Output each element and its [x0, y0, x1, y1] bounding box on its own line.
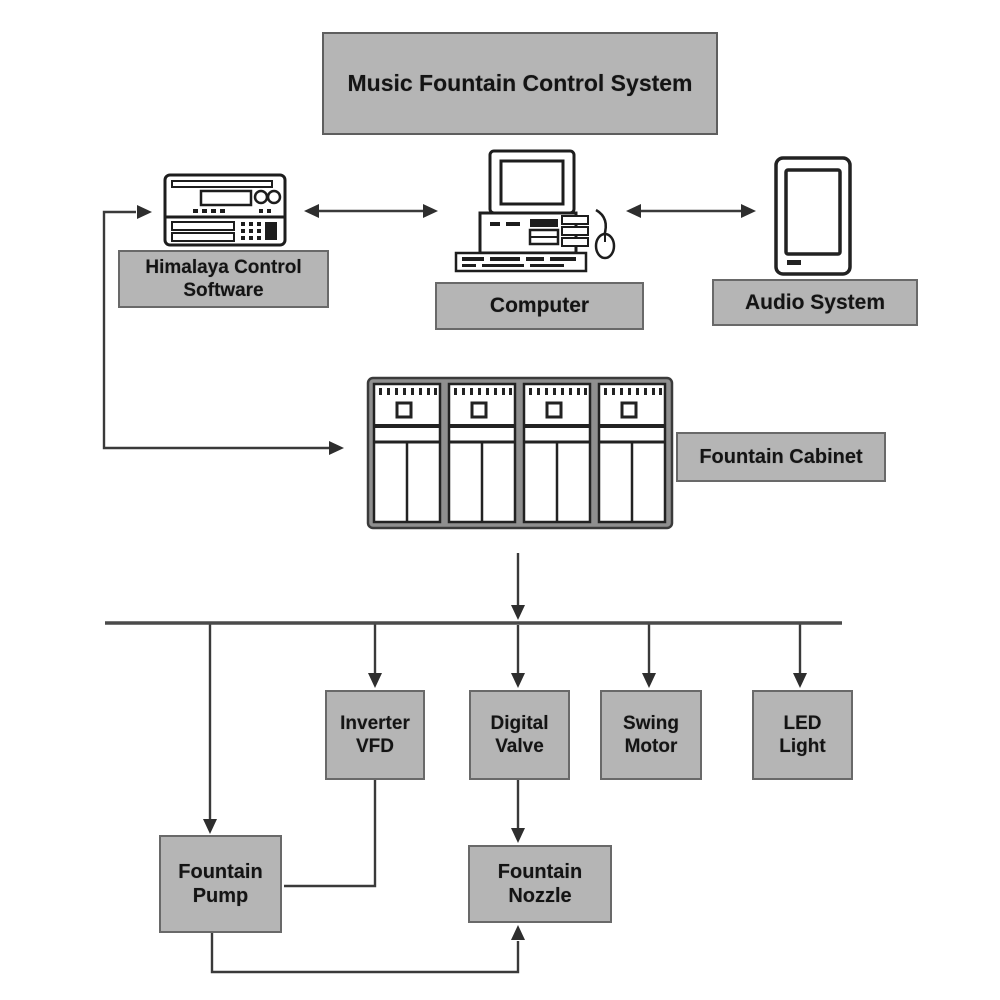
node-label-line: Digital	[490, 712, 549, 734]
computer-icon	[454, 149, 616, 273]
arrowhead	[203, 819, 217, 834]
node-fountain-nozzle: Fountain Nozzle	[468, 845, 612, 923]
node-audio-system: Audio System	[712, 279, 918, 326]
node-label-line: Inverter	[340, 712, 410, 734]
node-himalaya-control-software: Himalaya Control Software	[118, 250, 329, 308]
arrowhead	[511, 605, 525, 620]
node-label-line: Light	[779, 736, 826, 757]
arrowhead	[304, 204, 319, 218]
node-swing-motor: Swing Motor	[600, 690, 702, 780]
arrowhead	[329, 441, 344, 455]
node-label: Audio System	[744, 290, 886, 314]
node-led-light: LED Light	[752, 690, 853, 780]
arrowhead	[423, 204, 438, 218]
arrowhead	[741, 204, 756, 218]
fountain-cabinet-icon	[366, 376, 674, 530]
node-inverter-vfd: Inverter VFD	[325, 690, 425, 780]
node-computer: Computer	[435, 282, 644, 330]
arrow-himalaya-cabinet	[102, 210, 329, 450]
node-label-line: Pump	[192, 885, 249, 907]
arrowhead	[137, 205, 152, 219]
arrowhead	[793, 673, 807, 688]
arrowhead	[511, 828, 525, 843]
arrow-pump-nozzle	[210, 933, 520, 974]
node-label-line: VFD	[356, 736, 394, 757]
node-label-line: Swing	[623, 712, 679, 734]
node-digital-valve: Digital Valve	[469, 690, 570, 780]
node-label-line: Motor	[624, 736, 678, 757]
diagram-title-text: Music Fountain Control System	[347, 70, 693, 97]
arrowhead	[511, 673, 525, 688]
node-label-line: LED	[783, 712, 822, 734]
node-label-line: Software	[183, 280, 264, 301]
node-label-line: Fountain	[497, 860, 583, 883]
arrowhead	[368, 673, 382, 688]
arrowhead	[626, 204, 641, 218]
node-fountain-cabinet: Fountain Cabinet	[676, 432, 886, 482]
node-label-line: Valve	[495, 736, 544, 757]
node-label-line: Fountain	[178, 860, 263, 883]
node-label: Fountain Cabinet	[699, 445, 863, 468]
node-label-line: Nozzle	[508, 885, 572, 907]
diagram-title: Music Fountain Control System	[322, 32, 718, 135]
arrowhead	[511, 925, 525, 940]
node-label: Computer	[489, 294, 590, 318]
audio-device-icon	[774, 156, 852, 276]
arrowhead	[642, 673, 656, 688]
node-label-line: Himalaya Control	[145, 256, 302, 278]
controller-icon	[163, 173, 287, 247]
line-inverter-pump	[284, 780, 377, 888]
node-fountain-pump: Fountain Pump	[159, 835, 282, 933]
